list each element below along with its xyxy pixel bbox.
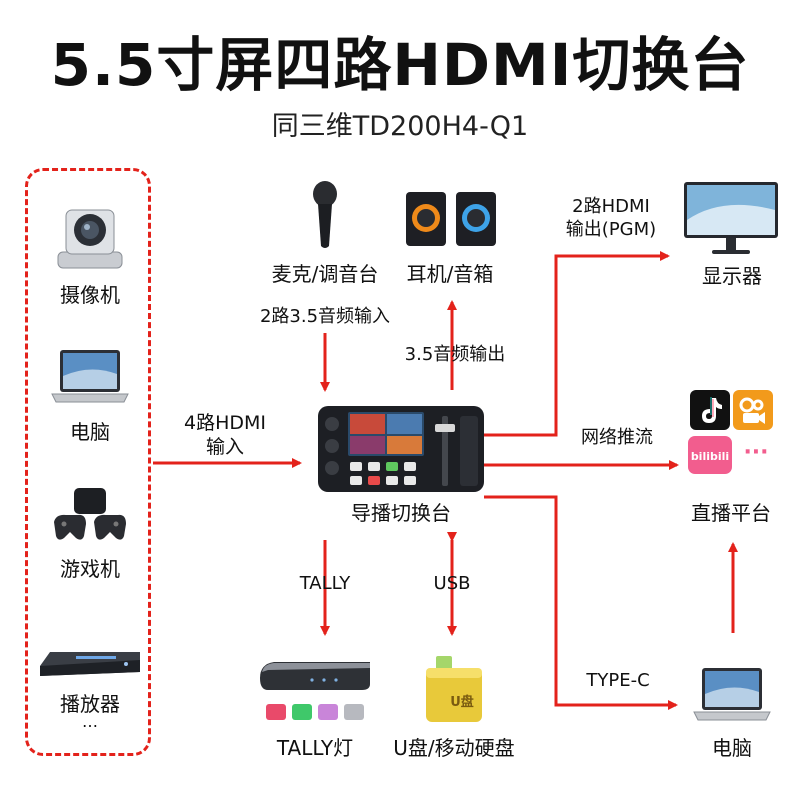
pc-out-label: 电脑 [712,736,752,760]
live-label: 直播平台 [691,501,771,525]
edge-label-input-line2: 输入 [205,436,244,458]
laptop-out-icon [693,668,771,721]
edge-switcher-to-monitor [484,251,670,437]
source-label-pc: 电脑 [70,420,110,444]
tally-light-icon [260,662,370,720]
page-title: 5.5寸屏四路HDMI切换台 [50,31,750,99]
source-label-player: 播放器 [60,692,120,716]
switcher-device-icon [318,406,484,492]
edge-label-monitor-line1: 2路HDMI [572,196,650,217]
speaker-label: 耳机/音箱 [406,262,494,286]
ptz-camera-icon [57,209,123,269]
microphone-icon [313,181,337,248]
usb-badge-text: U盘 [450,694,474,710]
game-console-icon [54,488,126,540]
douyin-icon [690,390,730,430]
monitor-icon [684,182,778,254]
media-player-icon [40,652,140,676]
edge-switcher-to-pc [484,495,678,710]
edge-label-speaker: 3.5音频输出 [404,344,506,365]
kuaishou-icon [733,390,773,430]
edge-label-usb: USB [433,573,471,594]
source-label-console: 游戏机 [60,557,120,581]
speaker-icon [406,192,496,246]
source-group-frame [25,168,151,756]
sources-more: … [82,712,98,731]
edge-label-pc-out: TYPE-C [586,670,650,691]
mic-label: 麦克/调音台 [271,262,379,286]
source-label-camera: 摄像机 [60,283,120,307]
laptop-icon [51,350,129,403]
edge-label-input-line1: 4路HDMI [183,412,266,434]
edge-label-monitor-line2: 输出(PGM) [565,219,657,240]
tally-label: TALLY灯 [276,736,354,760]
bilibili-icon-text: bilibili [691,450,729,463]
usb-drive-icon: U盘 [426,656,482,722]
monitor-label: 显示器 [702,264,762,288]
switcher-label: 导播切换台 [351,501,451,525]
usb-label: U盘/移动硬盘 [393,736,515,760]
edge-label-mic: 2路3.5音频输入 [259,306,391,327]
page-subtitle: 同三维TD200H4-Q1 [271,111,529,142]
live-more: ··· [743,440,769,465]
edge-label-live: 网络推流 [581,427,653,448]
bilibili-icon: bilibili [688,436,732,474]
edge-label-tally: TALLY [299,573,351,594]
